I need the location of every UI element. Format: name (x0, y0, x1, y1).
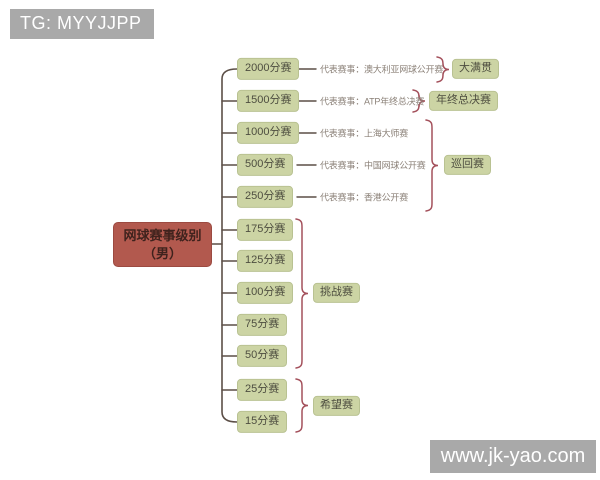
group-node: 年终总决赛 (429, 90, 498, 112)
group-brace (436, 56, 450, 83)
root-node: 网球赛事级别 （男） (113, 222, 212, 267)
group-node: 挑战赛 (313, 282, 360, 304)
representative-event-label: 代表赛事：上海大师赛 (320, 128, 409, 139)
representative-event-label: 代表赛事：香港公开赛 (320, 192, 409, 203)
group-brace (412, 89, 426, 113)
representative-event-label: 代表赛事：ATP年终总决赛 (320, 96, 425, 107)
group-brace (425, 119, 439, 212)
level-node: 125分赛 (237, 249, 294, 273)
level-node: 2000分赛 (237, 57, 300, 81)
group-node: 大满贯 (452, 58, 499, 80)
root-node-label-line2: （男） (142, 245, 182, 261)
level-node: 250分赛 (237, 185, 294, 209)
group-brace (295, 378, 309, 433)
level-node: 15分赛 (237, 410, 288, 434)
level-node: 1000分赛 (237, 121, 300, 145)
group-node: 希望赛 (313, 395, 360, 417)
group-node: 巡回赛 (444, 154, 491, 176)
watermark-top-left: TG: MYYJJPP (10, 9, 154, 39)
level-node: 75分赛 (237, 313, 288, 337)
level-node: 500分赛 (237, 153, 294, 177)
level-node: 1500分赛 (237, 89, 300, 113)
watermark-bottom-right: www.jk-yao.com (430, 440, 596, 473)
representative-event-label: 代表赛事：中国网球公开赛 (320, 160, 426, 171)
representative-event-label: 代表赛事：澳大利亚网球公开赛 (320, 64, 444, 75)
level-node: 25分赛 (237, 378, 288, 402)
root-node-label-line1: 网球赛事级别 (123, 227, 202, 243)
level-node: 175分赛 (237, 218, 294, 242)
group-brace (295, 218, 309, 369)
level-node: 100分赛 (237, 281, 294, 305)
level-node: 50分赛 (237, 344, 288, 368)
trunk-line (221, 68, 238, 423)
